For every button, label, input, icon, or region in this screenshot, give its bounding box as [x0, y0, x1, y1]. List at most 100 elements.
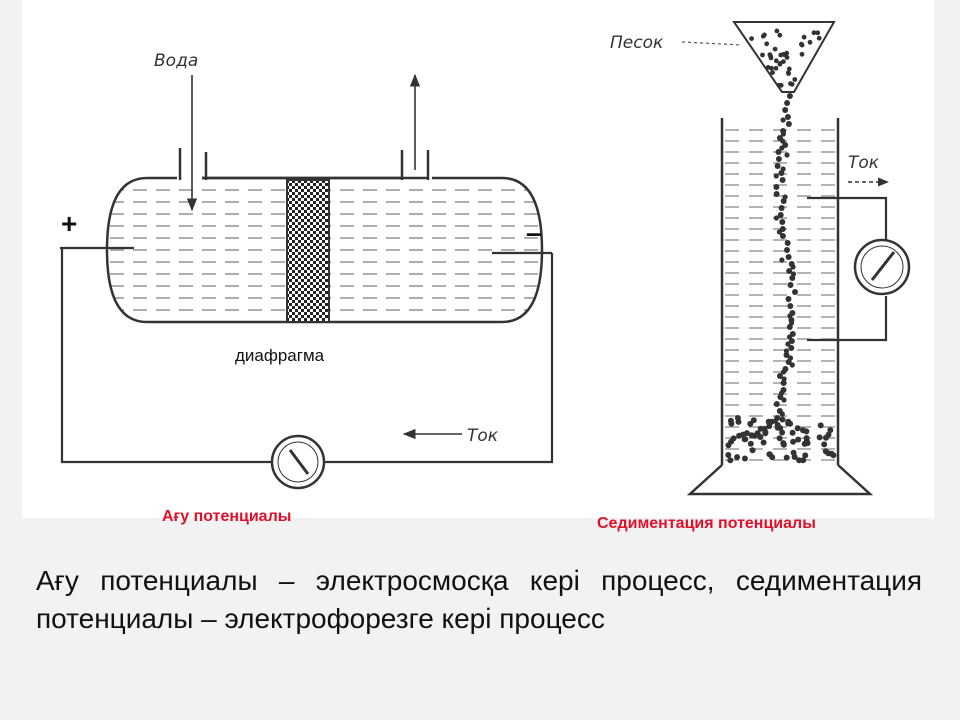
sand-grain: [760, 33, 766, 39]
sand-grain: [780, 131, 787, 137]
falling-sand: [725, 93, 837, 464]
sand-grain: [773, 173, 779, 179]
funnel-sand: [749, 28, 822, 88]
sand-grain: [757, 434, 764, 440]
sand-grain: [768, 53, 773, 59]
sand-grain: [774, 163, 781, 169]
sand-grain: [778, 170, 785, 176]
sand-grain: [777, 212, 784, 218]
inlet-tube: [178, 148, 208, 180]
sand-grain: [830, 452, 837, 459]
sand-grain: [750, 417, 757, 424]
sand-grain: [789, 275, 796, 281]
sand-grain: [781, 397, 787, 403]
sand-grain: [780, 117, 786, 123]
sand-grain: [788, 338, 795, 344]
diaphragm-label: диафрагма: [235, 346, 325, 365]
sand-grain: [785, 70, 791, 76]
sand-grain: [776, 435, 783, 442]
sand-grain: [779, 233, 786, 239]
sand-grain: [785, 254, 792, 260]
sand-grain: [766, 451, 773, 458]
sand-grain: [780, 440, 787, 447]
body-text: Ағу потенциалы – электросмосқа кері проц…: [36, 565, 922, 634]
sand-grain: [807, 39, 813, 45]
sand-grain: [777, 61, 783, 67]
sand-grain: [780, 369, 787, 375]
sand-grain: [811, 30, 817, 36]
sand-grain: [760, 52, 765, 58]
circuit-wire-right: [807, 196, 888, 342]
sand-grain: [773, 215, 780, 221]
sand-grain: [776, 229, 783, 235]
sand-grain: [749, 447, 756, 454]
sand-grain: [735, 418, 742, 425]
outlet-tube: [400, 150, 430, 180]
sand-grain: [741, 436, 748, 443]
sand-grain: [773, 65, 779, 71]
galvanometer-left: [270, 434, 326, 490]
sedimentation-potential-diagram: Песок Ток: [610, 21, 911, 496]
sand-grain: [799, 51, 805, 57]
sand-grain: [764, 41, 770, 47]
sand-grain: [779, 177, 786, 183]
sand-grain: [804, 440, 811, 447]
current-label-right: Ток: [848, 153, 880, 173]
sand-grain: [775, 149, 782, 155]
sand-grain: [748, 432, 755, 439]
sand-grain: [788, 81, 793, 86]
sand-grain: [802, 452, 809, 459]
sand-grain: [785, 341, 791, 347]
sand-grain: [790, 438, 797, 445]
sand-grain: [769, 65, 774, 71]
sand-grain: [730, 435, 737, 442]
sand-grain: [762, 430, 769, 437]
sand-grain: [779, 411, 785, 417]
sand-grain: [780, 198, 787, 204]
sand-grain: [725, 442, 732, 449]
galvanometer-right: [853, 238, 911, 296]
sand-grain: [779, 145, 785, 151]
sand-grain: [794, 425, 801, 432]
sand-grain: [786, 324, 793, 330]
diagram-canvas: Вода диафрагма + – Ток: [60, 21, 911, 496]
sand-grain: [785, 121, 792, 127]
circuit-wire-left: [60, 248, 554, 464]
sand-grain: [817, 422, 824, 429]
sand-grain: [778, 82, 784, 88]
sand-grain: [815, 30, 821, 36]
sand-grain: [782, 107, 789, 113]
sand-grain: [774, 28, 780, 34]
sand-grain: [773, 184, 780, 190]
cylinder-base: [686, 464, 874, 496]
sand-grain: [778, 205, 785, 211]
sand-label: Песок: [610, 33, 664, 53]
sand-grain: [787, 303, 794, 309]
sand-grain: [728, 420, 735, 427]
sand-grain: [792, 289, 798, 295]
plus-sign: +: [61, 208, 77, 239]
sand-grain: [790, 449, 797, 456]
sand-grain: [778, 52, 784, 58]
sand-grain: [776, 373, 783, 379]
sand-grain: [747, 440, 754, 447]
sand-grain: [772, 46, 778, 52]
sand-grain: [783, 454, 790, 461]
sand-grain: [757, 425, 764, 432]
sand-grain: [777, 32, 783, 38]
figure-panel: Вода диафрагма + – Ток: [22, 0, 934, 518]
sand-grain: [801, 34, 807, 40]
sand-grain: [775, 156, 782, 162]
sand-funnel: [732, 21, 836, 93]
sand-grain: [800, 427, 806, 434]
sand-grain: [781, 59, 786, 64]
sand-grain: [773, 191, 780, 197]
sand-grain: [823, 434, 829, 441]
sand-grain: [816, 35, 822, 41]
sand-grain: [783, 352, 790, 358]
caption-streaming-potential: Ағу потенциалы: [162, 508, 292, 525]
sand-grain: [784, 100, 791, 106]
sand-grain: [727, 457, 734, 464]
sand-grain: [780, 380, 787, 386]
cylinder: [720, 118, 840, 465]
